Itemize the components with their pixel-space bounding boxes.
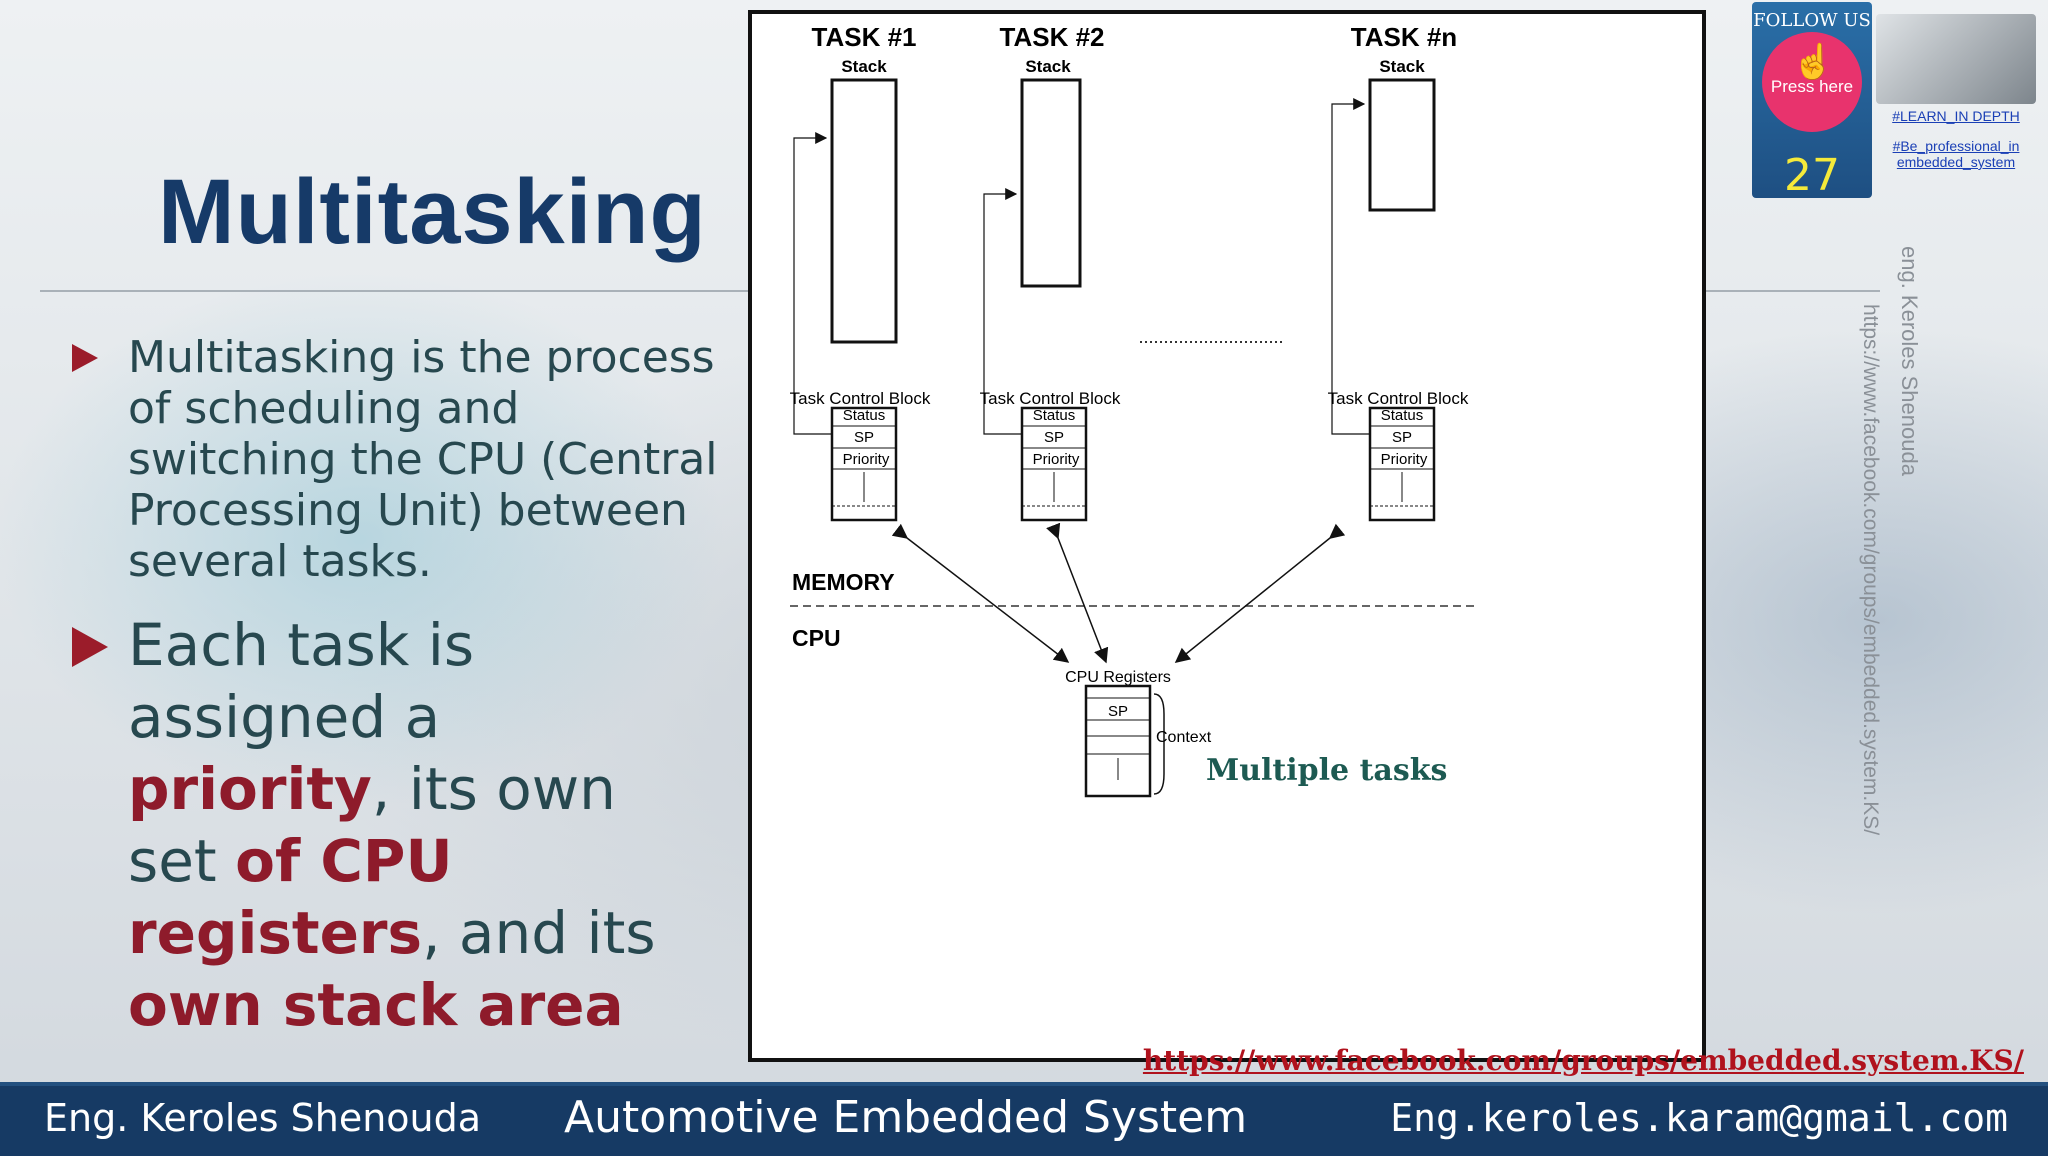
cpu-registers-label: CPU Registers — [1065, 669, 1171, 686]
bullet-text-2: Each task is assigned a priority, its ow… — [128, 609, 720, 1041]
task1-context-arrow — [891, 523, 1070, 663]
diagram-svg: TASK #1 Stack Task Control Block Status … — [790, 22, 1478, 798]
slide-number: 27 — [1784, 150, 1840, 201]
task1-stack-box — [830, 78, 898, 344]
task1-field-sp: SP — [854, 429, 874, 446]
cpu-sp-field: SP — [1108, 703, 1128, 720]
task1-title: TASK #1 — [812, 22, 917, 52]
footer-course-title: Automotive Embedded System — [564, 1092, 1248, 1143]
bullet-item-2: Each task is assigned a priority, its ow… — [70, 609, 720, 1041]
bullet-text-1: Multitasking is the process of schedulin… — [128, 332, 718, 587]
context-label: Context — [1156, 729, 1212, 746]
task2-field-sp: SP — [1044, 429, 1064, 446]
footer-email[interactable]: Eng.keroles.karam@gmail.com — [1390, 1096, 2008, 1140]
task1-field-priority: Priority — [843, 451, 890, 468]
task2-tcb-label: Task Control Block — [980, 389, 1121, 408]
footer-author: Eng. Keroles Shenouda — [44, 1096, 482, 1140]
multitasking-diagram: TASK #1 Stack Task Control Block Status … — [748, 10, 1706, 1062]
learn-in-depth-link[interactable]: #LEARN_IN DEPTH — [1892, 108, 2020, 124]
task2-field-status: Status — [1033, 407, 1076, 424]
taskn-sp-arrow — [1331, 98, 1370, 435]
diagram-caption: Multiple tasks — [1206, 753, 1447, 788]
car-thumbnail-image — [1876, 14, 2036, 104]
bullet-text-part: , its own set — [128, 755, 616, 895]
memory-label: MEMORY — [792, 569, 895, 595]
highlight-cpu-registers: of CPU registers — [128, 827, 453, 967]
task1-tcb-box — [830, 406, 898, 522]
cpu-registers-box — [1084, 684, 1165, 798]
task2-stack-box — [1020, 78, 1082, 288]
bullet-text-part: , and its — [422, 899, 656, 967]
bullet-list: Multitasking is the process of schedulin… — [70, 332, 720, 1063]
task2-sp-arrow — [983, 188, 1022, 435]
task1-stack-label: Stack — [841, 57, 887, 76]
press-button[interactable] — [1762, 32, 1862, 132]
highlight-stack-area: own stack area — [128, 971, 624, 1039]
task2-stack-label: Stack — [1025, 57, 1071, 76]
taskn-field-priority: Priority — [1381, 451, 1428, 468]
bullet-arrow-icon — [72, 344, 98, 372]
task1-field-status: Status — [843, 407, 886, 424]
bullet-item-1: Multitasking is the process of schedulin… — [70, 332, 720, 587]
taskn-stack-label: Stack — [1379, 57, 1425, 76]
task2-context-arrow — [1046, 522, 1109, 664]
taskn-tcb-label: Task Control Block — [1328, 389, 1469, 408]
taskn-tcb-box — [1368, 406, 1436, 522]
watermark-url: https://www.facebook.com/groups/embedded… — [1859, 304, 1882, 836]
taskn-field-status: Status — [1381, 407, 1424, 424]
bullet-arrow-icon — [72, 627, 108, 667]
bullet-text-part: Each task is assigned a — [128, 611, 475, 751]
highlight-priority: priority — [128, 755, 372, 823]
watermark-author: eng. Keroles Shenouda — [1897, 246, 1922, 476]
pointing-hand-icon: ☝ — [1792, 43, 1835, 81]
cpu-label: CPU — [792, 625, 841, 651]
follow-us-badge[interactable]: FOLLOW US ☝ Press here 27 — [1752, 2, 1872, 201]
taskn-context-arrow — [1174, 523, 1346, 663]
slide-title: Multitasking — [158, 161, 707, 263]
taskn-field-sp: SP — [1392, 429, 1412, 446]
taskn-stack-box — [1368, 78, 1436, 212]
task2-field-priority: Priority — [1033, 451, 1080, 468]
follow-us-label: FOLLOW US — [1753, 10, 1871, 31]
task2-title: TASK #2 — [1000, 22, 1105, 52]
be-professional-link[interactable]: #Be_professional_in embedded_system — [1892, 138, 2020, 170]
facebook-group-link[interactable]: https://www.facebook.com/groups/embedded… — [1142, 1044, 2024, 1077]
footer-bar: Eng. Keroles Shenouda Automotive Embedde… — [0, 1082, 2048, 1156]
taskn-title: TASK #n — [1351, 22, 1457, 52]
task1-sp-arrow — [793, 132, 832, 435]
task1-tcb-label: Task Control Block — [790, 389, 931, 408]
press-here-label: Press here — [1770, 77, 1854, 96]
task2-tcb-box — [1020, 406, 1088, 522]
